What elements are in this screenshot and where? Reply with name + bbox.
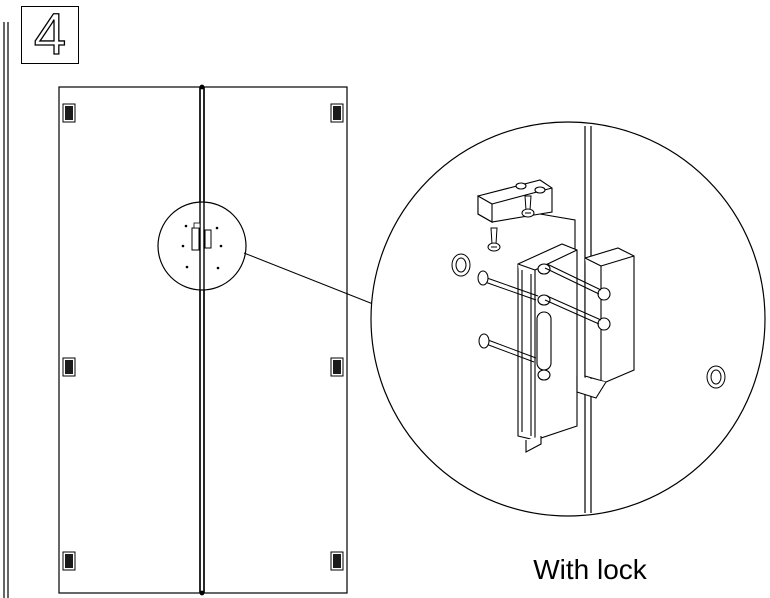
lock-body [517, 243, 578, 453]
screw-icon [477, 270, 539, 301]
screw-icon [544, 295, 602, 325]
hinge-icon [330, 551, 344, 571]
step-number: 4 [33, 2, 67, 67]
hinge-icon [330, 103, 344, 123]
right-door [203, 86, 348, 594]
step-number-box: 4 [21, 2, 79, 67]
screw-hole-icon [706, 365, 726, 389]
detail-callout-large [370, 121, 766, 517]
callout-leader-line [243, 252, 374, 305]
screw-icon [544, 263, 602, 295]
detail-callout-small [157, 201, 247, 291]
hinge-icon [62, 103, 76, 123]
hinge-icon [62, 357, 76, 377]
hinges-right [330, 103, 344, 571]
lock-caption: With lock [533, 554, 647, 585]
screw-icon [521, 195, 535, 218]
screw-hole-icon [451, 253, 471, 277]
screw-icon [478, 333, 537, 363]
double-door-panel [58, 84, 348, 596]
screw-icon [487, 227, 501, 252]
hinge-icon [330, 357, 344, 377]
hinge-icon [62, 551, 76, 571]
left-door [58, 86, 201, 594]
hinges-left [62, 103, 76, 571]
